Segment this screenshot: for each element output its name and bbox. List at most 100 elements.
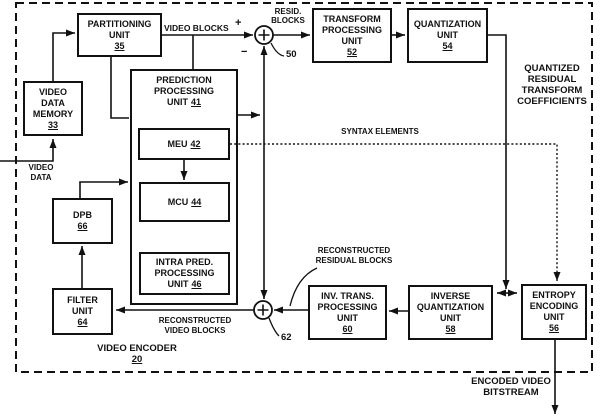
wire-partitioning-to-prediction: [110, 57, 129, 119]
resid-blocks-label: RESID. BLOCKS: [271, 7, 305, 25]
summer-62-circle: [253, 300, 273, 320]
label-line: VIDEO: [28, 163, 54, 172]
box-label: UNIT: [437, 30, 458, 40]
box-refnum: 52: [346, 46, 357, 57]
box-refnum: 41: [190, 97, 201, 107]
label-line: RECONSTRUCTED: [158, 316, 232, 325]
box-label: QUANTIZATION: [413, 19, 482, 29]
label-line: COEFFICIENTS: [517, 96, 587, 107]
box-label: MCU: [167, 196, 189, 207]
box-refnum: 60: [342, 323, 353, 334]
label-line: RESIDUAL: [527, 74, 577, 85]
box-refnum: 66: [77, 221, 88, 231]
box-label: DPB: [72, 210, 92, 220]
box-refnum: 54: [442, 41, 453, 51]
reconstructed-video-label: RECONSTRUCTED VIDEO BLOCKS: [159, 316, 231, 336]
wire-video-data-in: [0, 139, 57, 162]
box-label: ENTROPY: [532, 290, 576, 300]
box-label: UNIT: [341, 35, 363, 46]
meu-box: MEU 42: [138, 128, 230, 160]
transform-processing-unit-box: TRANSFORM PROCESSING UNIT 52: [312, 8, 392, 63]
summer-50-circle: [254, 25, 274, 45]
box-refnum: 42: [190, 138, 201, 149]
encoder-refnum: 20: [131, 354, 143, 365]
summer-50-plus-icon: [258, 29, 270, 41]
encoded-bitstream-label: ENCODED VIDEO BITSTREAM: [471, 376, 551, 398]
ref-62: 62: [281, 332, 292, 343]
label-line: TRANSFORM: [521, 85, 583, 96]
box-label: QUANTIZATION: [416, 301, 485, 312]
entropy-encoding-unit-box: ENTROPY ENCODING UNIT 56: [521, 284, 587, 340]
label-line: DATA: [30, 172, 52, 182]
box-label: TRANSFORM: [323, 13, 381, 24]
box-label: MEU: [167, 138, 188, 149]
box-refnum: 58: [445, 323, 456, 334]
box-label: INVERSE: [430, 290, 471, 301]
box-label: INTRA PRED.: [155, 257, 214, 267]
mcu-box: MCU 44: [139, 182, 230, 222]
box-label: UNIT: [337, 312, 358, 323]
box-refnum: 46: [191, 279, 202, 289]
inverse-transform-processing-unit-box: INV. TRANS. PROCESSING UNIT 60: [308, 285, 387, 340]
box-label: PARTITIONING: [87, 18, 152, 29]
summer50-minus-sign: −: [241, 46, 248, 58]
reconstructed-residual-label: RECONSTRUCTED RESIDUAL BLOCKS: [316, 246, 393, 266]
box-label-line: MCU 44: [168, 197, 202, 208]
box-refnum: 33: [47, 119, 58, 130]
wire-memory-to-partitioning: [52, 29, 75, 81]
wire-quantization-down: [488, 34, 510, 289]
box-label: ENCODING: [529, 301, 579, 311]
box-label: FILTER: [67, 295, 98, 305]
intra-pred-processing-unit-box: INTRA PRED. PROCESSING UNIT 46: [139, 252, 230, 295]
video-data-label: VIDEO DATA: [29, 163, 54, 182]
box-label: PREDICTION: [156, 75, 212, 85]
box-label: DATA: [41, 97, 65, 108]
box-label: UNIT: [167, 279, 189, 289]
label-line: BLOCKS: [271, 16, 305, 25]
video-data-memory-box: VIDEO DATA MEMORY 33: [23, 81, 83, 136]
box-label: VIDEO: [38, 86, 67, 97]
box-label-line: UNIT 41: [167, 97, 201, 108]
quantization-unit-box: QUANTIZATION UNIT 54: [407, 8, 488, 63]
video-encoder-label: VIDEO ENCODER 20: [97, 343, 177, 365]
label-line: QUANTIZED: [524, 63, 580, 74]
ref-50: 50: [286, 49, 297, 60]
wire-syntax-elements-dotted: [230, 143, 561, 281]
box-label-line: UNIT 46: [167, 279, 201, 290]
box-refnum: 35: [114, 40, 125, 51]
filter-unit-box: FILTER UNIT 64: [52, 288, 113, 335]
wire-dpb-to-prediction: [79, 178, 128, 198]
video-blocks-label: VIDEO BLOCKS: [164, 23, 229, 33]
label-line: RESID.: [274, 7, 302, 16]
label-line: RESIDUAL BLOCKS: [315, 256, 393, 265]
label-line: VIDEO BLOCKS: [164, 326, 226, 335]
summer50-plus-sign: +: [235, 17, 242, 29]
label-line: ENCODED VIDEO: [471, 376, 551, 387]
box-label: UNIT: [109, 29, 130, 40]
box-label-line: MEU 42: [167, 139, 200, 150]
label-line: RECONSTRUCTED: [317, 246, 391, 255]
box-label: UNIT: [72, 306, 93, 316]
box-refnum: 44: [191, 196, 202, 207]
syntax-elements-label: SYNTAX ELEMENTS: [341, 127, 419, 136]
box-label: MEMORY: [32, 108, 74, 119]
summer-62-plus-icon: [257, 304, 269, 316]
box-label: PROCESSING: [321, 24, 382, 35]
dpb-box: DPB 66: [52, 198, 113, 244]
box-label: PROCESSING: [317, 301, 378, 312]
box-refnum: 64: [77, 317, 88, 327]
box-refnum: 56: [548, 323, 559, 333]
box-label: PROCESSING: [154, 268, 215, 278]
label-line: BITSTREAM: [483, 387, 539, 398]
box-label: PROCESSING: [153, 86, 214, 96]
box-label: UNIT: [166, 97, 188, 107]
quantized-coefficients-label: QUANTIZED RESIDUAL TRANSFORM COEFFICIENT…: [517, 63, 587, 107]
box-label: UNIT: [543, 312, 565, 322]
label-line: VIDEO ENCODER: [97, 343, 177, 354]
box-label: INV. TRANS.: [321, 290, 374, 301]
leader-ref62: [268, 317, 280, 337]
inverse-quantization-unit-box: INVERSE QUANTIZATION UNIT 58: [408, 285, 493, 340]
leader-ref50: [270, 42, 285, 57]
box-label: UNIT: [440, 312, 461, 323]
